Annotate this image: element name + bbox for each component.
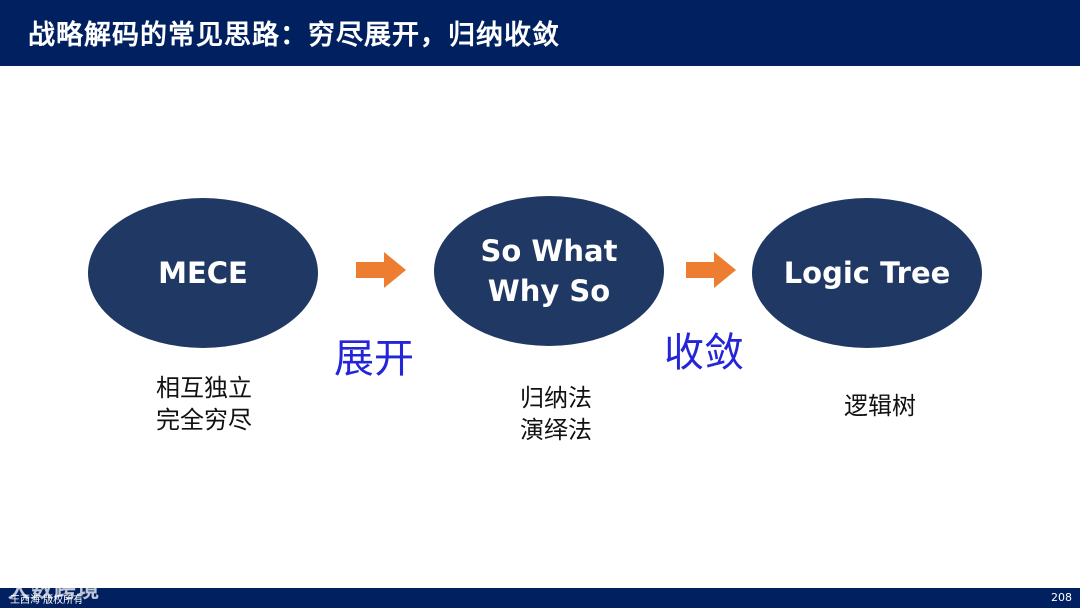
so-what-why-so-label: So What Why So	[480, 234, 618, 308]
so-what-description: 归纳法 演绎法	[520, 384, 592, 444]
header-bar: 战略解码的常见思路：穷尽展开，归纳收敛	[0, 0, 1080, 66]
mece-description: 相互独立 完全穷尽	[156, 374, 252, 434]
mece-ellipse: MECE	[88, 198, 318, 348]
watermark: 大数跨境	[8, 578, 101, 603]
orange-right-arrow-icon	[356, 252, 406, 288]
expand-label: 展开	[334, 336, 414, 382]
logic-tree-ellipse: Logic Tree	[752, 198, 982, 348]
footer-bar: 王西海 版权所有 208	[0, 588, 1080, 608]
copyright-text: 王西海 版权所有	[10, 595, 84, 606]
orange-right-arrow-icon	[686, 252, 736, 288]
so-what-why-so-ellipse: So What Why So	[434, 196, 664, 346]
page-title: 战略解码的常见思路：穷尽展开，归纳收敛	[28, 20, 560, 51]
logic-tree-description: 逻辑树	[844, 392, 916, 420]
converge-label: 收敛	[664, 330, 744, 376]
mece-label: MECE	[158, 256, 248, 290]
page-number: 208	[1051, 591, 1072, 604]
logic-tree-label: Logic Tree	[783, 256, 951, 290]
